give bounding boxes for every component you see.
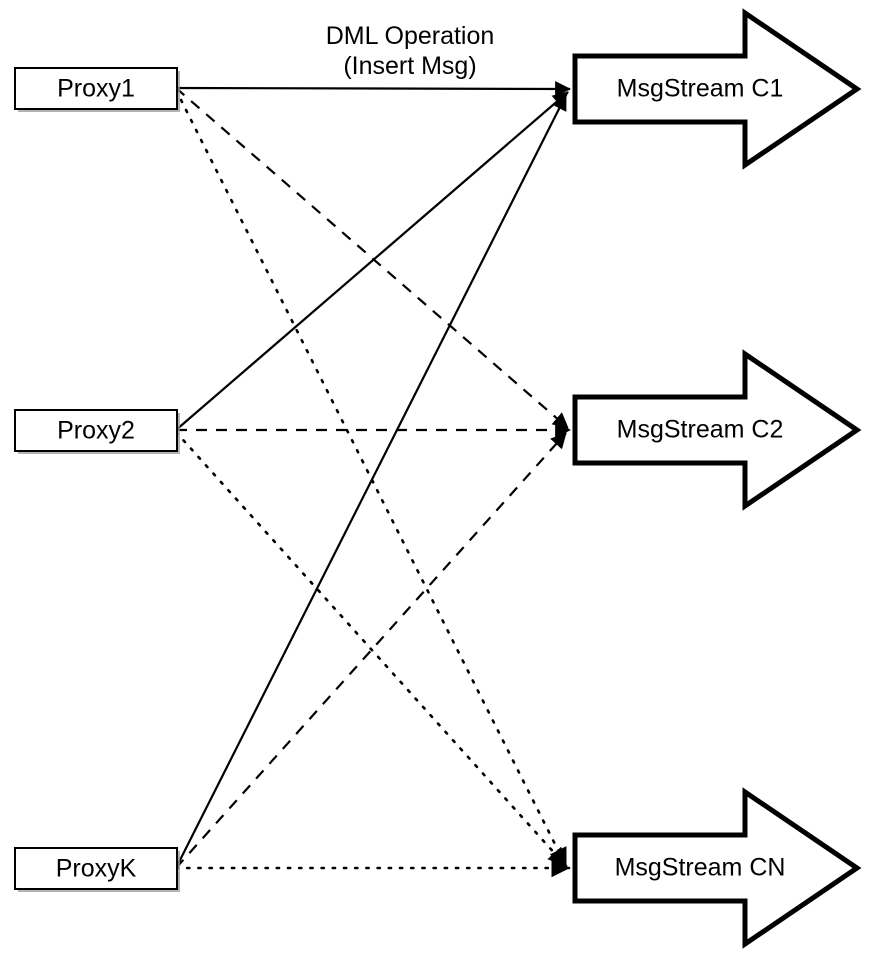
proxyk-box[interactable] <box>14 847 178 890</box>
caption-line-2: (Insert Msg) <box>343 52 476 80</box>
msgstream-c1-arrow-shape[interactable] <box>572 8 862 170</box>
proxy-node-proxy1[interactable]: Proxy1 <box>14 67 180 112</box>
msgstream-c1-label: MsgStream C1 <box>617 75 784 103</box>
proxy2-label: Proxy2 <box>57 417 135 445</box>
edge-proxyk-c2[interactable] <box>175 432 567 869</box>
proxyk-label: ProxyK <box>56 855 137 883</box>
edge-proxy1-c2[interactable] <box>175 87 569 429</box>
msgstream-c2-arrow-shape[interactable] <box>572 349 862 511</box>
proxy2-box[interactable] <box>14 409 178 452</box>
msgstream-node-cn[interactable]: MsgStream CN <box>572 787 862 949</box>
edge-proxy2-cn[interactable] <box>174 430 568 868</box>
edge-proxy1-cn[interactable] <box>174 88 568 868</box>
edge-layer <box>174 81 571 878</box>
msgstream-c2-label: MsgStream C2 <box>617 416 784 444</box>
msgstream-cn-label: MsgStream CN <box>615 854 786 882</box>
proxy1-label: Proxy1 <box>57 75 135 103</box>
edge-proxy1-c1[interactable] <box>175 81 571 97</box>
proxy-node-proxyk[interactable]: ProxyK <box>14 847 180 892</box>
caption-dml-operation: DML Operation (Insert Msg) <box>326 22 495 80</box>
msgstream-node-c1[interactable]: MsgStream C1 <box>572 8 862 170</box>
proxy-node-proxy2[interactable]: Proxy2 <box>14 409 180 454</box>
edge-proxy2-c1[interactable] <box>175 91 569 431</box>
msgstream-node-c2[interactable]: MsgStream C2 <box>572 349 862 511</box>
edge-proxyk-c1[interactable] <box>175 94 567 869</box>
caption-line-1: DML Operation <box>326 22 495 50</box>
msgstream-cn-arrow-shape[interactable] <box>572 787 862 949</box>
proxy1-box[interactable] <box>14 67 178 110</box>
